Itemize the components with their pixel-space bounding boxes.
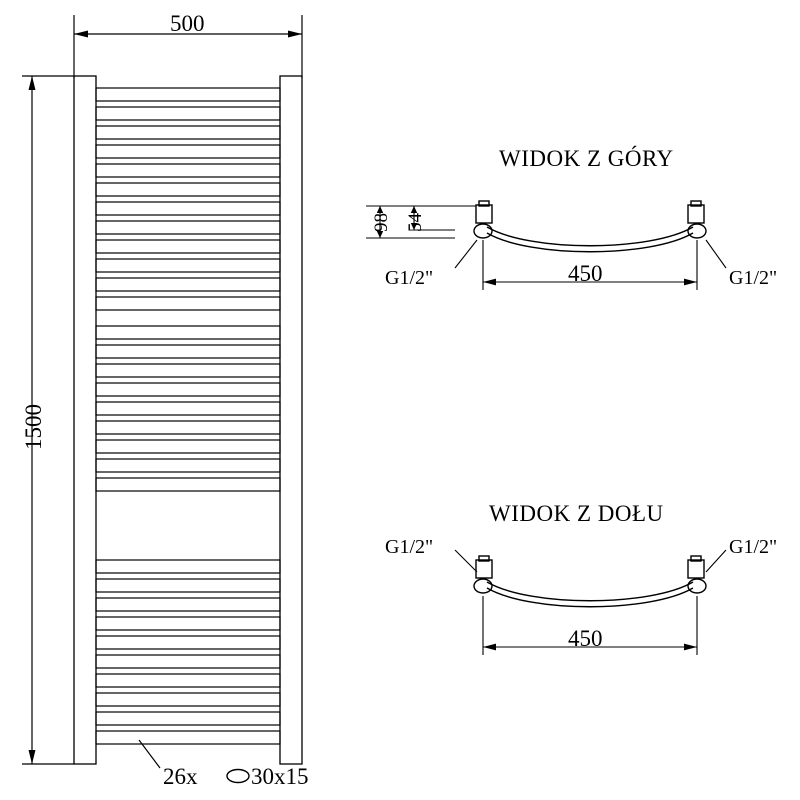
bottom-view-right-connector-label: G1/2"	[729, 536, 778, 558]
oval-profile-icon	[226, 768, 250, 784]
front-width-dimension	[73, 15, 303, 78]
bottom-view-connector-leaders	[454, 549, 727, 573]
bottom-note-count: 26x	[163, 764, 198, 789]
top-view-center-label: 450	[568, 261, 603, 286]
front-height-dimension	[22, 75, 74, 765]
bottom-view-left-connector-label: G1/2"	[385, 536, 434, 558]
top-view-depth-dimensions	[366, 205, 476, 239]
top-view-depth-inner-label: 54	[405, 213, 426, 232]
bottom-view-title: WIDOK Z DOŁU	[489, 501, 664, 526]
top-view-left-connector-label: G1/2"	[385, 267, 434, 289]
top-view-connector-leaders	[454, 239, 727, 269]
bottom-view-center-label: 450	[568, 626, 603, 651]
front-side-posts	[73, 75, 303, 765]
front-width-label: 500	[170, 11, 205, 36]
top-view-right-connector-label: G1/2"	[729, 267, 778, 289]
front-rungs	[95, 87, 281, 745]
bottom-note-leader	[138, 739, 161, 769]
bottom-view-center-dimension	[482, 596, 698, 655]
top-view-center-dimension	[482, 240, 698, 290]
top-view-geometry	[473, 200, 707, 253]
top-view-depth-outer-label: 98	[371, 213, 392, 232]
bottom-note-dims: 30x15	[251, 764, 309, 789]
bottom-view-geometry	[473, 555, 707, 608]
front-height-label: 1500	[21, 404, 46, 450]
top-view-title: WIDOK Z GÓRY	[499, 146, 674, 171]
